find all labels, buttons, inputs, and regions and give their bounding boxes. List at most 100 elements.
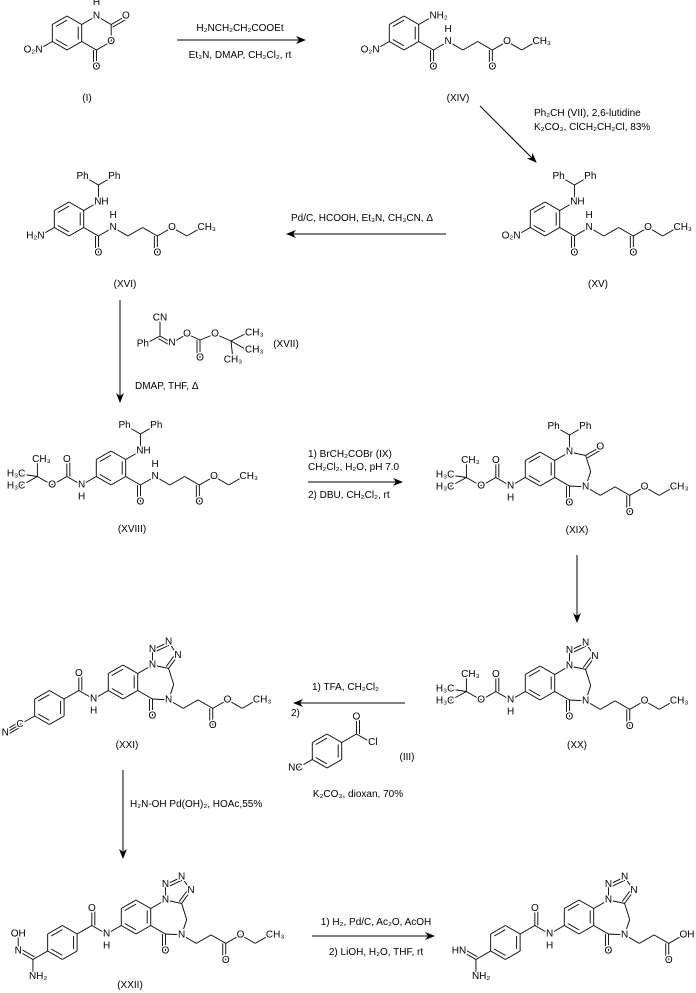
atom-label: H <box>103 940 110 951</box>
bond <box>658 700 675 710</box>
bond <box>534 925 550 935</box>
bond <box>93 690 109 700</box>
bond <box>165 899 182 904</box>
bond <box>81 15 97 25</box>
bond <box>137 664 153 674</box>
atom-label: O <box>571 248 579 259</box>
bond <box>37 476 53 486</box>
ring-bond <box>68 201 84 211</box>
bond <box>213 476 230 486</box>
aromatic-inner-bond <box>533 225 546 233</box>
bond <box>574 176 590 186</box>
atom-label: CH₃ <box>253 694 272 705</box>
atom-label: O <box>492 455 500 466</box>
atom-label: Ph <box>137 339 149 350</box>
bond <box>112 227 129 237</box>
atom-label: H <box>78 491 85 502</box>
reagent-step1-above: H₂NCH₂CH₂COOEt <box>196 23 283 34</box>
bond <box>466 477 482 487</box>
bond <box>588 227 605 237</box>
bond <box>144 335 161 345</box>
ring-bond <box>578 925 594 935</box>
bond <box>254 934 271 944</box>
bond <box>240 934 256 944</box>
ring-bond <box>539 451 555 461</box>
bond <box>153 644 171 653</box>
bond <box>480 477 497 487</box>
bond <box>150 899 166 909</box>
bond <box>480 691 497 701</box>
ring-bond <box>52 15 68 25</box>
atom-label: N <box>582 638 589 649</box>
bond <box>585 642 596 657</box>
atom-label: N <box>15 946 22 957</box>
aromatic-inner-bond <box>57 225 70 233</box>
bond <box>585 455 592 472</box>
ring-bond <box>52 41 68 51</box>
atom-label: N <box>2 728 9 739</box>
bond <box>186 227 202 237</box>
bond <box>225 934 241 944</box>
atom-label: N <box>78 480 85 491</box>
bond <box>618 227 634 237</box>
compound-label-I: (I) <box>82 93 91 104</box>
ring-bond <box>49 715 65 725</box>
bond <box>112 18 128 28</box>
bond <box>214 333 232 342</box>
atom-label: N <box>621 929 628 940</box>
atom-label: H₃C <box>436 481 455 492</box>
bond <box>559 201 575 211</box>
compound-label-III: (III) <box>400 752 415 763</box>
ring-bond <box>34 715 50 725</box>
reagent-step3: Pd/C, HCOOH, Et₃N, CH₃CN, Δ <box>291 213 433 224</box>
atom-label: NH₂ <box>429 11 447 22</box>
aromatic-inner-bond <box>528 669 541 677</box>
ring-bond <box>122 690 138 700</box>
aromatic-inner-bond <box>99 454 112 462</box>
atom-label: N <box>591 651 598 662</box>
bond <box>495 477 511 487</box>
bond <box>168 684 175 700</box>
bond <box>199 333 216 341</box>
atom-label: NH <box>570 197 584 208</box>
bond <box>3 721 19 732</box>
aromatic-inner-bond <box>533 205 546 213</box>
double-bond <box>624 890 635 904</box>
atom-label: O <box>641 695 649 706</box>
double-bond <box>585 656 596 670</box>
reagent-step4: DMAP, THF, Δ <box>135 381 199 392</box>
ring-bond <box>96 450 112 460</box>
atom-label: O <box>122 11 130 22</box>
ring-bond <box>135 899 151 909</box>
ring-bond <box>312 733 328 743</box>
bond <box>582 654 593 668</box>
bond <box>81 476 97 486</box>
atom-label: O <box>93 62 101 73</box>
reagent-step7-line2: 2) <box>291 708 300 719</box>
bond <box>152 664 169 669</box>
bond <box>181 903 188 920</box>
arrow-step2 <box>479 105 537 163</box>
ring-bond <box>564 925 580 935</box>
atom-label: O <box>626 721 634 732</box>
reagent-step5-line2: CH₂Cl₂, H₂O, pH 7.0 <box>308 462 400 473</box>
bond <box>91 925 107 935</box>
atom-label: O <box>566 712 574 723</box>
bond <box>608 933 625 936</box>
ring-bond <box>47 950 63 960</box>
atom-label: O <box>196 353 204 364</box>
atom-label: O <box>95 248 103 259</box>
ring-bond <box>62 950 78 960</box>
ring-bond <box>108 690 124 700</box>
bond <box>83 227 99 237</box>
atom-label: CH₃ <box>239 471 258 482</box>
bond <box>554 477 570 487</box>
ring-bond <box>121 925 137 935</box>
compound-label-XIV: (XIV) <box>447 93 470 104</box>
atom-label: Ph <box>108 171 120 182</box>
bond <box>629 486 645 496</box>
bond <box>569 451 586 456</box>
atom-label: O <box>605 946 613 957</box>
atom-label: N <box>566 447 573 458</box>
